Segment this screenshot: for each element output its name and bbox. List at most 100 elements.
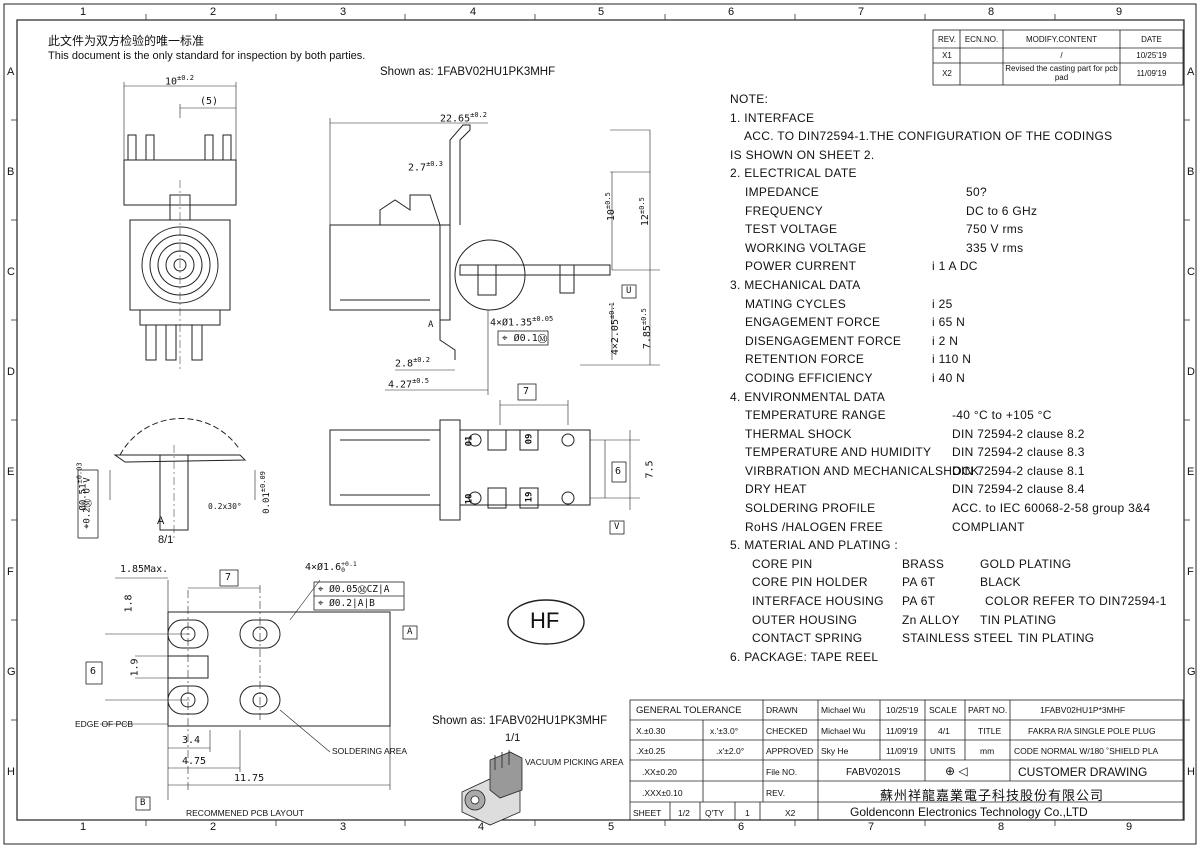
note-line: 1. INTERFACE	[730, 111, 1180, 130]
material-part: CORE PIN	[752, 556, 813, 571]
grid-row-g: G	[7, 666, 16, 678]
dim-side-4x205: 4×2.05±0.1	[607, 302, 622, 356]
material-part: OUTER HOUSING	[752, 612, 858, 627]
note-line: TEMPERATURE AND HUMIDITY DIN 72594-2 clau…	[730, 445, 1180, 464]
checked-by: Michael Wu	[821, 726, 866, 736]
title-block-grid	[629, 699, 1184, 821]
file-label: File NO.	[766, 767, 798, 777]
note-label: 2. ELECTRICAL DATE	[730, 166, 857, 181]
pcb-soldering-label: SOLDERING AREA	[332, 746, 408, 756]
note-label: RoHS /HALOGEN FREE	[745, 519, 884, 534]
grid-col-8: 8	[988, 6, 995, 18]
dim-pcb-1-9: 1.9	[129, 658, 141, 677]
note-value: DIN 72594-2 clause 8.3	[952, 445, 1085, 460]
rev-row2-rev: X2	[942, 69, 952, 78]
dim-pcb-185: 1.85Max.	[120, 564, 169, 575]
pcb-datum-b: B	[140, 798, 146, 808]
grid-col-6-bottom: 6	[738, 821, 745, 833]
qty-value: 1	[745, 808, 750, 818]
material-material: STAINLESS STEEL	[902, 631, 1013, 646]
note-value: DIN 72594-2 clause 8.4	[952, 482, 1085, 497]
rev-row1-date: 10/25'19	[1136, 51, 1167, 60]
grid-row-c-right: C	[1187, 266, 1195, 278]
dim-pcb-1-8: 1.8	[123, 594, 135, 613]
grid-col-2-bottom: 2	[210, 821, 217, 833]
note-line: IMPEDANCE 50?	[730, 185, 1180, 204]
note-label: TEMPERATURE AND HUMIDITY	[745, 445, 932, 460]
pin-label-10: 10	[464, 493, 475, 505]
grid-col-4: 4	[470, 6, 477, 18]
note-value: i 2 N	[932, 333, 959, 348]
grid-col-4-bottom: 4	[478, 821, 485, 833]
grid-col-9: 9	[1116, 6, 1123, 18]
note-label: IMPEDANCE	[745, 184, 820, 199]
note-value: 50?	[966, 184, 987, 199]
grid-col-9-bottom: 9	[1126, 821, 1133, 833]
pcb-layout	[100, 577, 391, 800]
grid-row-b-right: B	[1187, 166, 1195, 178]
general-tolerance: GENERAL TOLERANCE	[636, 705, 742, 716]
dim-pcb-7: 7	[225, 572, 232, 583]
note-value: ACC. to IEC 60068-2-58 group 3&4	[952, 501, 1151, 516]
front-view	[123, 82, 237, 370]
tol-ang-x: x.'±3.0°	[710, 726, 739, 736]
material-material: PA 6T	[902, 594, 936, 609]
units-label: UNITS	[930, 746, 956, 756]
note-label: 4. ENVIRONMENTAL DATA	[730, 389, 886, 404]
note-label: POWER CURRENT	[745, 259, 857, 274]
revision-table-grid	[932, 29, 1184, 86]
grid-col-7: 7	[858, 6, 865, 18]
material-part: INTERFACE HOUSING	[752, 594, 884, 609]
header-cn-text: 此文件为双方检验的唯一标准	[48, 34, 205, 48]
rev-row1-content: /	[1060, 51, 1063, 60]
grid-row-b: B	[7, 166, 15, 178]
grid-col-2: 2	[210, 6, 217, 18]
datum-v: V	[614, 522, 620, 532]
connector-isometric-image	[461, 750, 523, 826]
rev-value: X2	[785, 808, 796, 818]
grid-col-5-bottom: 5	[608, 821, 615, 833]
detail-a-view	[109, 417, 256, 540]
material-plating: COLOR REFER TO DIN72594-1	[985, 594, 1167, 609]
datum-boxes	[77, 284, 637, 811]
rev-label: REV.	[766, 788, 786, 798]
rev-row2-date: 11/09'19	[1136, 69, 1167, 78]
scale-label: SCALE	[929, 705, 957, 715]
rev-header-ecn: ECN.NO.	[964, 35, 999, 44]
material-plating: BLACK	[980, 575, 1021, 590]
grid-col-3: 3	[340, 6, 347, 18]
note-value: i 25	[932, 296, 953, 311]
material-plating: TIN PLATING	[980, 612, 1057, 627]
note-label: FREQUENCY	[745, 203, 824, 218]
dim-detail-001: 0.01±0.09	[258, 471, 272, 514]
grid-row-a: A	[7, 66, 15, 78]
note-value: 750 V rms	[966, 222, 1024, 237]
approved-by: Sky He	[821, 746, 849, 756]
dim-pcb-6: 6	[90, 666, 97, 677]
pcb-edge-label: EDGE OF PCB	[75, 719, 134, 729]
notes-package: 6. PACKAGE: TAPE REEL	[730, 649, 879, 664]
tol-dxxx: .XXX±0.10	[642, 788, 683, 798]
note-label: 5. MATERIAL AND PLATING :	[730, 538, 898, 553]
title-line2: CODE NORMAL W/180 ˚SHIELD PLA	[1014, 746, 1159, 756]
dim-pcb-11-75: 11.75	[234, 773, 265, 784]
note-value: i 1 A DC	[932, 259, 978, 274]
note-line: 3. MECHANICAL DATA	[730, 278, 1180, 297]
material-row: INTERFACE HOUSING PA 6T COLOR REFER TO DIN…	[730, 594, 1180, 613]
note-value: i 40 N	[932, 370, 966, 385]
dim-bottom-7-5: 7.5	[644, 460, 656, 479]
grid-col-1-bottom: 1	[80, 821, 87, 833]
note-line: 4. ENVIRONMENTAL DATA	[730, 390, 1180, 409]
grid-row-c: C	[7, 266, 15, 278]
note-label: DRY HEAT	[745, 482, 807, 497]
